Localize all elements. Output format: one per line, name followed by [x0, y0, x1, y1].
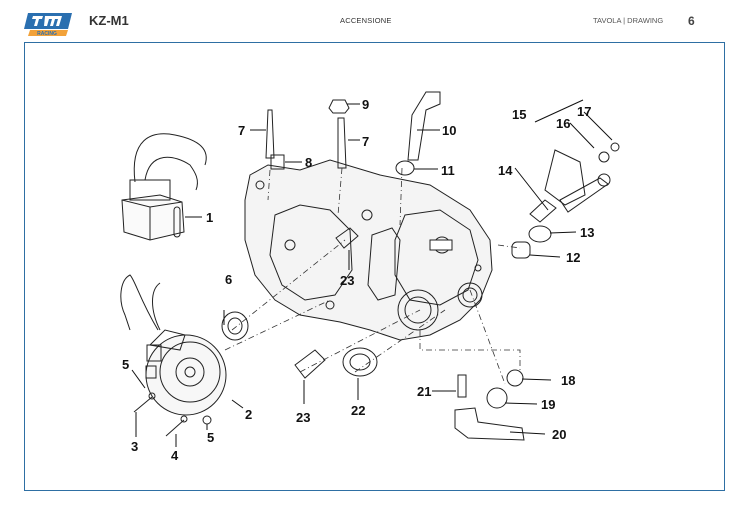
- header: RACING KZ-M1 ACCENSIONE TAVOLA | DRAWING…: [0, 0, 751, 40]
- bolt-4: [165, 415, 188, 437]
- section-title: ACCENSIONE: [340, 16, 392, 25]
- screw-21: [457, 374, 467, 398]
- part-label-16: 16: [556, 116, 570, 131]
- bolt-3: [133, 392, 156, 413]
- part-label-5b: 5: [207, 430, 214, 445]
- page-number: 6: [688, 14, 695, 28]
- part-label-7a: 7: [238, 123, 245, 138]
- guide-lines: [224, 167, 521, 385]
- stud-7a: [265, 109, 275, 159]
- bush-23a: [335, 227, 359, 249]
- part-label-15: 15: [512, 107, 526, 122]
- drawing-label: TAVOLA | DRAWING: [593, 16, 664, 25]
- part-label-10: 10: [442, 123, 456, 138]
- model-title: KZ-M1: [89, 13, 129, 28]
- nut-9: [328, 99, 350, 114]
- tm-racing-logo: RACING: [24, 13, 72, 37]
- part-label-19: 19: [541, 397, 555, 412]
- part-label-6: 6: [225, 272, 232, 287]
- part-label-21: 21: [417, 384, 431, 399]
- bush-23b: [294, 349, 326, 379]
- part-label-11: 11: [441, 163, 455, 178]
- plate-20: [454, 407, 525, 441]
- ring-18: [506, 369, 524, 387]
- crankcase: [244, 159, 493, 341]
- part-label-2: 2: [245, 407, 252, 422]
- bearing-19: [486, 387, 508, 409]
- part-label-7b: 7: [362, 134, 369, 149]
- part-label-3: 3: [131, 439, 138, 454]
- leader-lines: [131, 99, 613, 447]
- part-label-23b: 23: [296, 410, 310, 425]
- part-label-18: 18: [561, 373, 575, 388]
- gear-selector-group: [529, 142, 620, 223]
- ring-11: [395, 160, 415, 176]
- part-label-23a: 23: [340, 273, 354, 288]
- part-label-20: 20: [552, 427, 566, 442]
- stud-7b: [337, 117, 347, 169]
- bearing-6: [221, 311, 249, 341]
- bush-12: [511, 241, 531, 259]
- washer-5: [202, 415, 212, 425]
- svg-text:RACING: RACING: [37, 31, 57, 37]
- part-label-12: 12: [566, 250, 580, 265]
- drawing-frame: [24, 42, 725, 491]
- oil-seal-22: [342, 347, 378, 377]
- part-label-5a: 5: [122, 357, 129, 372]
- part-label-13: 13: [580, 225, 594, 240]
- lever-10: [407, 91, 441, 161]
- stator-rotor: [120, 274, 227, 416]
- part-label-14: 14: [498, 163, 513, 178]
- part-label-8: 8: [305, 155, 312, 170]
- washer-13: [528, 225, 552, 243]
- part-label-9: 9: [362, 97, 369, 112]
- part-label-22: 22: [351, 403, 365, 418]
- part-label-17: 17: [577, 104, 591, 119]
- part-label-1: 1: [206, 210, 213, 225]
- ignition-coil: [121, 133, 207, 241]
- bush-8: [270, 154, 285, 170]
- part-label-4: 4: [171, 448, 179, 463]
